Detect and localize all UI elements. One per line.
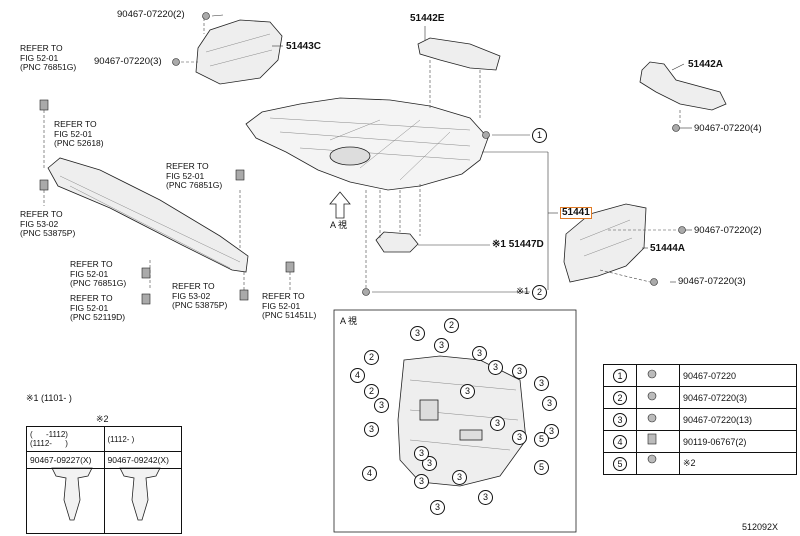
clip-col2-head: (1112- ) xyxy=(103,426,182,452)
fastener-icon xyxy=(636,408,680,431)
view-a-callout-number: 3 xyxy=(488,360,503,375)
legend-number: 5 xyxy=(613,456,627,471)
callout-circle-1: 1 xyxy=(532,128,547,143)
fastener-group xyxy=(39,12,686,305)
callout-90467-07220-2-right[interactable]: 90467-07220(2) xyxy=(694,225,762,236)
legend-part-number[interactable]: 90467-07220(3) xyxy=(679,386,797,409)
refer-note-53875p-b[interactable]: REFER TO FIG 53-02 (PNC 53875P) xyxy=(172,281,228,310)
refer-note-76851g-c[interactable]: REFER TO FIG 52-01 (PNC 76851G) xyxy=(70,259,127,288)
callout-51443c[interactable]: 51443C xyxy=(286,41,322,52)
refer-note-76851g-b[interactable]: REFER TO FIG 52-01 (PNC 76851G) xyxy=(166,161,223,190)
diagram-code: 512092X xyxy=(742,522,779,532)
legend-part-number[interactable]: 90119-06767(2) xyxy=(679,430,797,453)
callout-51444a[interactable]: 51444A xyxy=(650,243,686,254)
refer-note-53875p-a[interactable]: REFER TO FIG 53-02 (PNC 53875P) xyxy=(20,209,76,238)
fastener-icon xyxy=(636,452,680,475)
bracket-51447d xyxy=(375,231,419,253)
callout-90467-07220-3-right[interactable]: 90467-07220(3) xyxy=(678,276,746,287)
view-a-box xyxy=(333,309,577,533)
callout-51447d[interactable]: ※1 51447D xyxy=(492,239,544,250)
view-a-callout-number: 2 xyxy=(444,318,459,333)
fastener-icon xyxy=(636,430,680,453)
view-a-callout-number: 3 xyxy=(478,490,493,505)
refer-note-51451l[interactable]: REFER TO FIG 52-01 (PNC 51451L) xyxy=(262,291,317,320)
cover-51443c xyxy=(195,19,283,85)
legend-part-number[interactable]: 90467-07220(13) xyxy=(679,408,797,431)
view-a-callout-number: 4 xyxy=(350,368,365,383)
view-a-cover xyxy=(397,355,527,487)
callout-51442a[interactable]: 51442A xyxy=(688,59,724,70)
legend-row: 2 90467-07220(3) xyxy=(603,386,797,409)
cover-51442a xyxy=(639,61,727,111)
view-a-callout-number: 3 xyxy=(410,326,425,341)
legend-row: 4 90119-06767(2) xyxy=(603,430,797,453)
legend-part-number[interactable]: 90467-07220 xyxy=(679,364,797,387)
view-a-callout-number: 3 xyxy=(430,500,445,515)
view-a-callout-number: 3 xyxy=(512,430,527,445)
view-a-callout-number: 3 xyxy=(414,446,429,461)
view-a-callout-number: 3 xyxy=(414,474,429,489)
legend-row: 3 90467-07220(13) xyxy=(603,408,797,431)
callout-90467-07220-4[interactable]: 90467-07220(4) xyxy=(694,123,762,134)
view-a-callout-number: 3 xyxy=(534,376,549,391)
view-a-callout-number: 4 xyxy=(362,466,377,481)
clip-col1-head: ( -1112) (1112- ) xyxy=(26,426,105,452)
legend-number: 3 xyxy=(613,412,627,427)
view-a-callout-number: 3 xyxy=(374,398,389,413)
view-a-callout-number: 3 xyxy=(490,416,505,431)
cover-51444a xyxy=(563,203,647,283)
legend-number: 1 xyxy=(613,368,627,383)
view-arrow xyxy=(329,191,351,219)
view-a-callout-number: 3 xyxy=(434,338,449,353)
view-a-callout-number: 2 xyxy=(364,384,379,399)
legend-number: 2 xyxy=(613,390,627,405)
callout-note-marker: ※1 xyxy=(516,286,530,297)
view-a-callout-number: 2 xyxy=(364,350,379,365)
view-a-callout-number: 5 xyxy=(534,460,549,475)
cover-51442e xyxy=(417,37,501,71)
view-a-callout-number: 3 xyxy=(452,470,467,485)
view-a-callout-number: 3 xyxy=(460,384,475,399)
refer-note-52119d[interactable]: REFER TO FIG 52-01 (PNC 52119D) xyxy=(70,293,126,322)
clip-group-label: ※2 xyxy=(96,414,109,424)
view-a-callout-number: 3 xyxy=(542,396,557,411)
view-arrow-label: A 視 xyxy=(330,220,348,230)
clip-col2-part[interactable]: 90467-09242(X) xyxy=(103,451,182,469)
callout-90467-07220-2-top[interactable]: 90467-07220(2) xyxy=(117,9,185,20)
callout-90467-07220-3-left[interactable]: 90467-07220(3) xyxy=(94,56,162,67)
legend-number: 4 xyxy=(613,434,627,449)
view-box-title: A 視 xyxy=(340,316,358,326)
fastener-icon xyxy=(636,386,680,409)
refer-note-52618[interactable]: REFER TO FIG 52-01 (PNC 52618) xyxy=(54,119,104,148)
clip-table: ( -1112) (1112- ) (1112- ) 90467-09227(X… xyxy=(26,426,182,534)
main-engine-under-cover xyxy=(245,97,489,191)
callout-51441[interactable]: 51441 xyxy=(560,207,592,219)
view-a-callout-number: 3 xyxy=(364,422,379,437)
legend-row: 5 ※2 xyxy=(603,452,797,475)
callout-51442e[interactable]: 51442E xyxy=(410,13,445,24)
legend-part-number[interactable]: ※2 xyxy=(679,452,797,475)
legend-row: 1 90467-07220 xyxy=(603,364,797,387)
clip-note: ※1 (1101- ) xyxy=(26,393,72,403)
callout-circle-2: 2 xyxy=(532,285,547,300)
refer-note-76851g-a[interactable]: REFER TO FIG 52-01 (PNC 76851G) xyxy=(20,43,77,72)
view-a-callout-number: 3 xyxy=(472,346,487,361)
view-a-callout-number: 3 xyxy=(512,364,527,379)
bumper-reinforcement xyxy=(47,157,249,273)
fastener-icon xyxy=(636,364,680,387)
clip-col1-part[interactable]: 90467-09227(X) xyxy=(26,451,105,469)
view-a-callout-number: 5 xyxy=(534,432,549,447)
fastener-legend-table: 1 90467-07220 2 90467-07220(3) 3 90467-07220(… xyxy=(603,364,797,475)
view-a-callout-number: 3 xyxy=(422,456,437,471)
